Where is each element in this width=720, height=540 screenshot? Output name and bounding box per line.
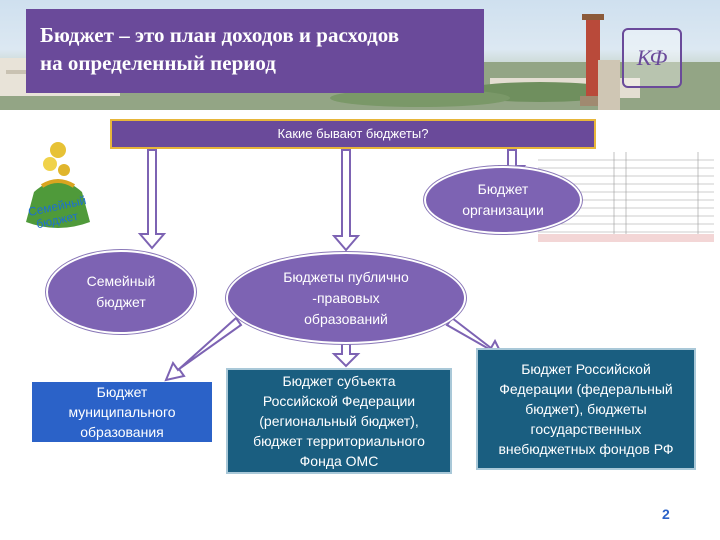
arrow-to-municipal <box>164 316 243 382</box>
node-regional-budget: Бюджет субъекта Российской Федерации (ре… <box>226 368 452 474</box>
title-line-2: на определенный период <box>40 51 276 75</box>
node-regional-line-3: (региональный бюджет), <box>259 413 419 429</box>
node-federal-line-3: бюджет), бюджеты <box>525 401 647 417</box>
node-federal-line-2: Федерации (федеральный <box>499 381 673 397</box>
arrow-to-family <box>137 149 167 250</box>
money-purse-icon: Семейный бюджет <box>26 142 90 231</box>
node-organization-budget: Бюджет организации <box>424 166 582 234</box>
arrow-to-public <box>331 149 361 252</box>
node-municipal-line-3: образования <box>80 424 164 440</box>
node-regional-line-4: бюджет территориального <box>253 433 425 449</box>
node-organization-line-2: организации <box>462 202 544 218</box>
node-family-line-2: бюджет <box>96 294 146 310</box>
question-banner: Какие бывают бюджеты? <box>110 119 596 149</box>
node-federal-line-1: Бюджет Российской <box>521 361 651 377</box>
university-logo: КФ <box>622 28 682 88</box>
page-number: 2 <box>662 506 670 522</box>
node-public-line-3: образований <box>304 310 388 327</box>
node-regional-line-5: Фонда ОМС <box>299 453 379 469</box>
node-public-budgets: Бюджеты публично -правовых образований <box>226 252 466 344</box>
node-municipal-line-1: Бюджет <box>96 384 148 400</box>
node-family-line-1: Семейный <box>86 273 156 289</box>
node-federal-line-4: государственных <box>530 421 642 437</box>
node-public-line-2: -правовых <box>312 289 380 306</box>
node-family-budget: Семейный бюджет <box>46 250 196 334</box>
node-federal-budget: Бюджет Российской Федерации (федеральный… <box>476 348 696 470</box>
title-line-1: Бюджет – это план доходов и расходов <box>40 23 400 47</box>
node-regional-line-2: Российской Федерации <box>262 393 416 409</box>
arrow-to-regional <box>331 343 361 368</box>
node-municipal-budget: Бюджет муниципального образования <box>32 382 212 442</box>
node-municipal-line-2: муниципального <box>68 404 176 420</box>
node-organization-line-1: Бюджет <box>477 181 529 197</box>
node-regional-line-1: Бюджет субъекта <box>282 373 396 389</box>
node-public-line-1: Бюджеты публично <box>283 268 409 285</box>
slide-title: Бюджет – это план доходов и расходов на … <box>26 9 484 93</box>
node-federal-line-5: внебюджетных фондов РФ <box>498 441 674 457</box>
